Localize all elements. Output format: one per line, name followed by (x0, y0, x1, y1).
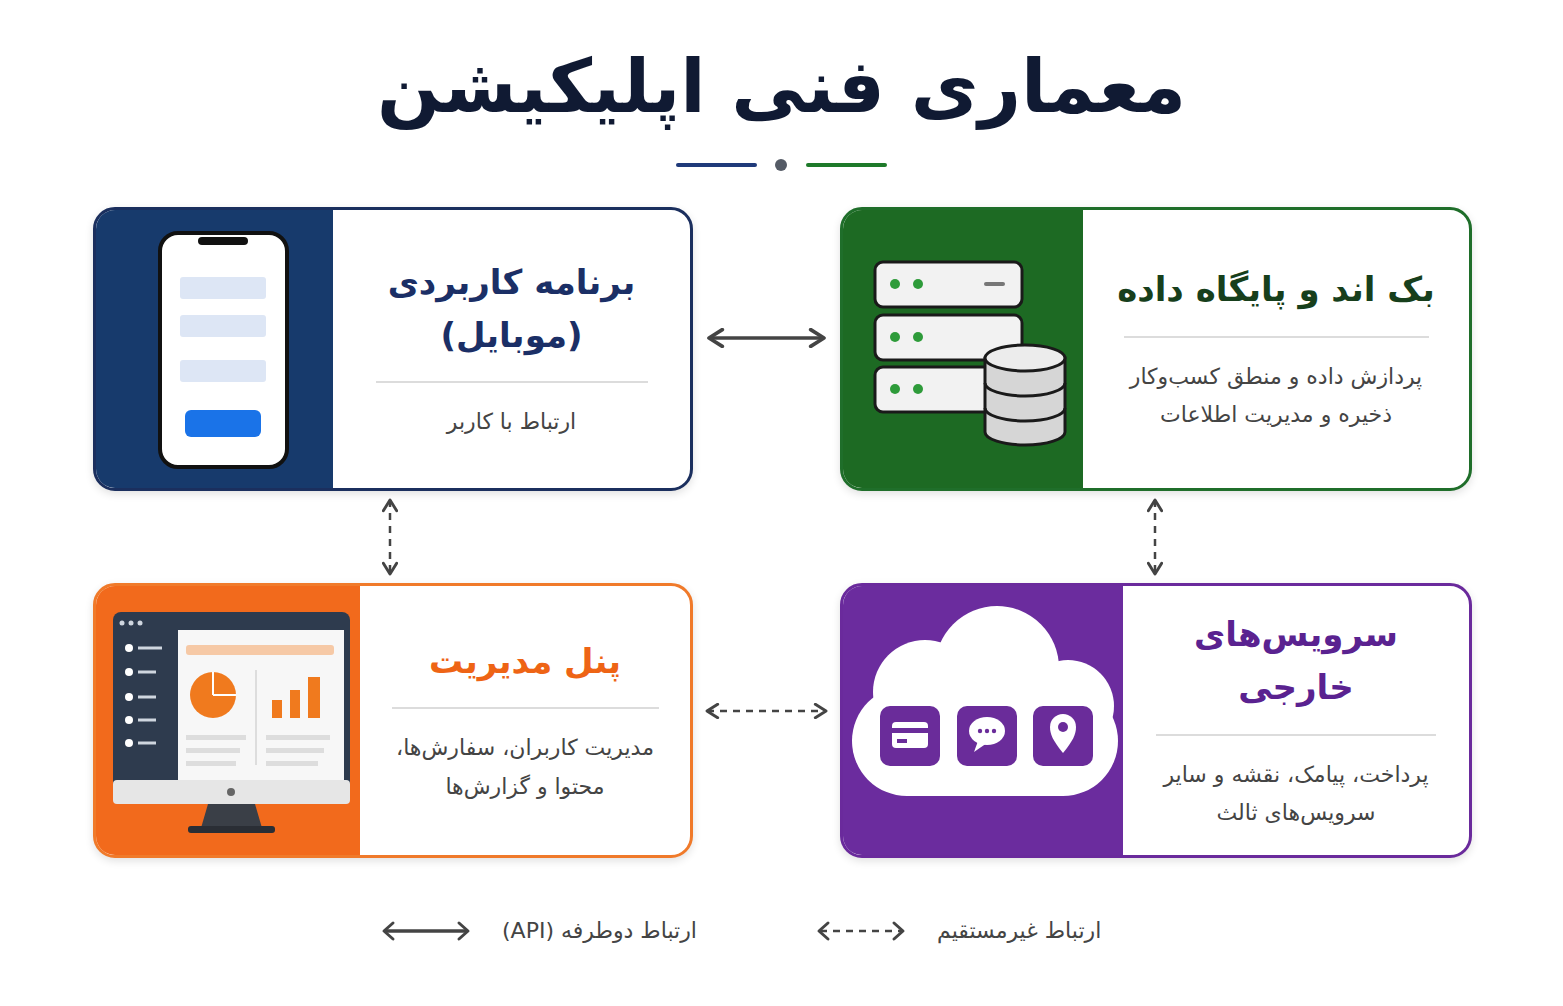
legend-label: ارتباط دوطرفه (API) (502, 918, 697, 943)
heading-divider (1124, 336, 1429, 338)
box-content: برنامه کاربردی (موبایل) ارتباط با کاربر (333, 210, 690, 488)
underline-green (808, 163, 885, 167)
box-content: سرویس‌های خارجی پرداخت، پیامک، نقشه و سای… (1123, 586, 1469, 855)
api-connector (709, 336, 824, 340)
box-heading: بک اند و پایگاه داده (1117, 263, 1435, 316)
color-panel (96, 210, 333, 488)
component-box: پنل مدیریت مدیریت کاربران، سفارش‌ها، محتو… (93, 583, 693, 858)
box-description: مدیریت کاربران، سفارش‌ها، محتوا و گزارش‌… (385, 729, 665, 806)
legend-entry: ارتباط غیرمستقیم (815, 918, 1101, 943)
component-box: برنامه کاربردی (موبایل) ارتباط با کاربر (93, 207, 693, 491)
box-heading: سرویس‌های خارجی (1136, 608, 1456, 713)
legend-arrowheads (819, 923, 903, 939)
legend-label: ارتباط غیرمستقیم (937, 918, 1101, 943)
underline-blue (678, 163, 755, 167)
indirect-connector (1154, 500, 1157, 574)
component-box: بک اند و پایگاه داده پردازش داده و منطق ک… (840, 207, 1472, 491)
heading-divider (1156, 734, 1436, 736)
box-description: پردازش داده و منطق کسب‌وکار ذخیره و مدیر… (1121, 358, 1431, 435)
box-heading: برنامه کاربردی (موبایل) (367, 256, 657, 361)
indirect-connector (389, 500, 392, 574)
color-panel (96, 586, 360, 855)
component-box: سرویس‌های خارجی پرداخت، پیامک، نقشه و سای… (840, 583, 1472, 858)
legend-arrowheads (384, 923, 468, 939)
heading-divider (376, 381, 648, 383)
box-content: پنل مدیریت مدیریت کاربران، سفارش‌ها، محتو… (360, 586, 690, 855)
legend-line (820, 929, 902, 932)
legend-sample (815, 920, 907, 942)
underline-dot (775, 159, 787, 171)
box-heading: پنل مدیریت (429, 635, 621, 688)
box-description: ارتباط با کاربر (447, 403, 576, 442)
box-content: بک اند و پایگاه داده پردازش داده و منطق ک… (1083, 210, 1469, 488)
indirect-connector (707, 710, 826, 713)
diagram-title: معماری فنی اپلیکیشن (0, 40, 1563, 133)
box-description: پرداخت، پیامک، نقشه و سایر سرویس‌های ثال… (1156, 756, 1436, 833)
legend-sample (380, 920, 472, 942)
heading-divider (392, 707, 659, 709)
legend-entry: ارتباط دوطرفه (API) (380, 918, 697, 943)
color-panel (843, 586, 1123, 855)
legend-line (385, 929, 467, 933)
title-underline (678, 159, 885, 171)
color-panel (843, 210, 1083, 488)
